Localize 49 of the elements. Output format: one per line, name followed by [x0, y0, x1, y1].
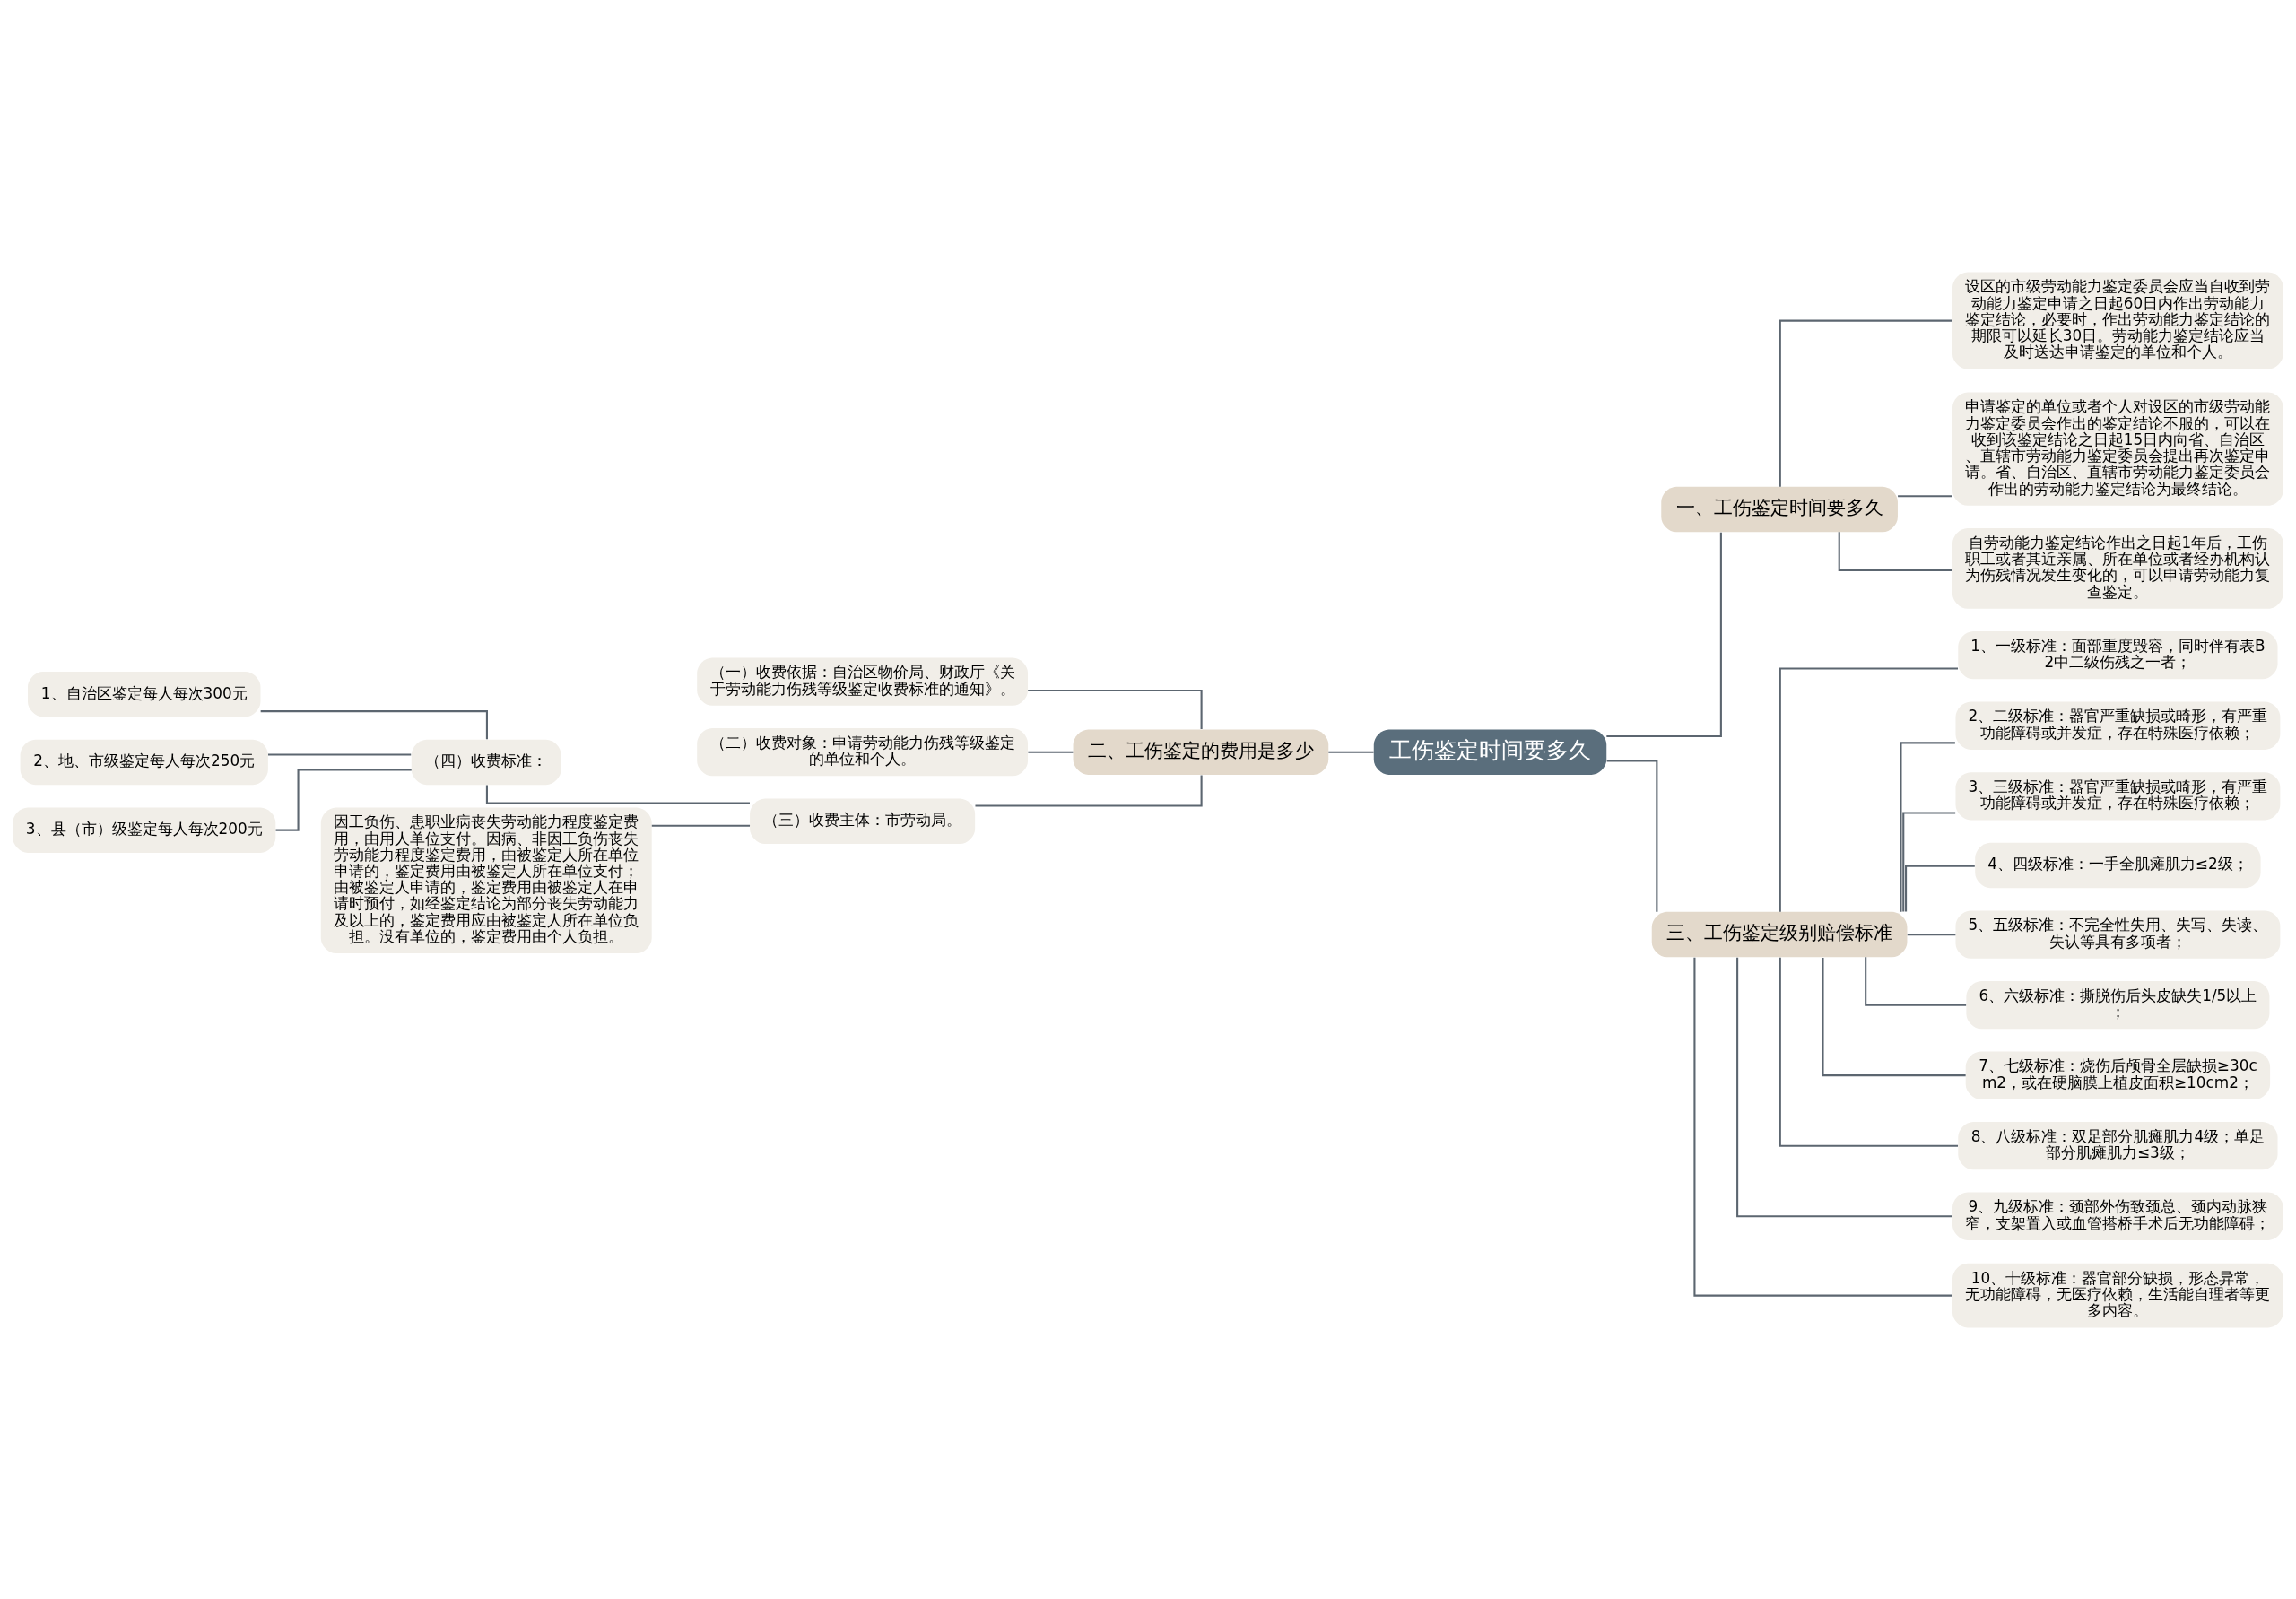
- connector: [1900, 741, 1955, 912]
- connector: [1606, 759, 1658, 912]
- node-box: 申请鉴定的单位或者个人对设区的市级劳动能力鉴定委员会作出的鉴定结论不服的，可以在收到该鉴定结论之日起15日内向省、自治区、直辖市劳动能力鉴定委员会提出再次鉴定申请。省、自治区、直辖市劳动能力鉴定委员会作出的劳动能力鉴定结论为最终结论。: [1952, 392, 2283, 506]
- node-box: 7、七级标准：烧伤后颅骨全层缺损≥30cm2，或在硬脑膜上植皮面积≥10cm2；: [1965, 1051, 2271, 1099]
- connector: [1328, 751, 1374, 753]
- node-box: 工伤鉴定时间要多久: [1373, 728, 1607, 775]
- connector: [1838, 531, 1952, 571]
- connector: [1905, 865, 1975, 912]
- connector: [1898, 494, 1952, 497]
- node-box: （三）收费主体：市劳动局。: [750, 798, 976, 844]
- connector: [1907, 933, 1956, 935]
- node-box: 设区的市级劳动能力鉴定委员会应当自收到劳动能力鉴定申请之日起60日内作出劳动能力鉴定结论，必要时，作出劳动能力鉴定结论的期限可以延长30日。劳动能力鉴定结论应当及时送达申请鉴定的单位和个人。: [1952, 272, 2283, 369]
- node-box: 因工负伤、患职业病丧失劳动能力程度鉴定费用，由用人单位支付。因病、非因工负伤丧失劳动能力程度鉴定费用，由被鉴定人所在单位申请的，鉴定费用由被鉴定人所在单位支付；由被鉴定人申请的，鉴定费用由被鉴定人在申请时预付，如经鉴定结论为部分丧失劳动能力及以上的，鉴定费用应由被鉴定人所在单位负担。没有单位的，鉴定费用由个人负担。: [320, 806, 652, 953]
- connector: [1902, 811, 1956, 912]
- connector: [1822, 957, 1966, 1076]
- connector: [1779, 957, 1959, 1147]
- node-box: 8、八级标准：双足部分肌瘫肌力4级；单足部分肌瘫肌力≤3级；: [1958, 1121, 2278, 1169]
- node-box: 4、四级标准：一手全肌瘫肌力≤2级；: [1975, 842, 2261, 888]
- node-box: 3、三级标准：器官严重缺损或畸形，有严重功能障碍或并发症，存在特殊医疗依赖；: [1955, 771, 2281, 820]
- node-box: 2、二级标准：器官严重缺损或畸形，有严重功能障碍或并发症，存在特殊医疗依赖；: [1955, 701, 2281, 750]
- node-box: 2、地、市级鉴定每人每次250元: [20, 739, 268, 785]
- node-box: 一、工伤鉴定时间要多久: [1661, 486, 1898, 532]
- node-box: 1、一级标准：面部重度毁容，同时伴有表B2中二级伤残之一者；: [1958, 630, 2278, 679]
- connector: [975, 774, 1203, 807]
- node-box: 3、县（市）级鉴定每人每次200元: [13, 806, 276, 853]
- connector: [1693, 957, 1952, 1297]
- connector: [260, 709, 488, 739]
- connector: [1779, 666, 1959, 912]
- connector: [1779, 319, 1952, 487]
- connector: [1736, 957, 1952, 1217]
- node-box: 自劳动能力鉴定结论作出之日起1年后，工伤职工或者其近亲属、所在单位或者经办机构认为伤残情况发生变化的，可以申请劳动能力复查鉴定。: [1952, 527, 2283, 609]
- connector: [268, 752, 412, 756]
- node-box: （一）收费依据：自治区物价局、财政厅《关于劳动能力伤残等级鉴定收费标准的通知》。: [697, 657, 1029, 706]
- node-box: （四）收费标准：: [411, 739, 561, 785]
- node-box: 6、六级标准：撕脱伤后头皮缺失1/5以上；: [1966, 980, 2270, 1029]
- connector: [1028, 689, 1203, 729]
- node-box: 二、工伤鉴定的费用是多少: [1073, 728, 1329, 775]
- node-box: （二）收费对象：申请劳动能力伤残等级鉴定的单位和个人。: [697, 727, 1029, 776]
- node-box: 9、九级标准：颈部外伤致颈总、颈内动脉狭窄，支架置入或血管搭桥手术后无功能障碍；: [1952, 1192, 2283, 1240]
- connector: [275, 768, 412, 831]
- node-box: 三、工伤鉴定级别赔偿标准: [1651, 911, 1908, 957]
- node-box: 1、自治区鉴定每人每次300元: [28, 671, 261, 717]
- node-box: 5、五级标准：不完全性失用、失写、失读、失认等具有多项者；: [1955, 909, 2281, 959]
- connector: [1028, 751, 1074, 753]
- connector: [1606, 532, 1722, 737]
- connector: [1865, 956, 1967, 1006]
- node-box: 10、十级标准：器官部分缺损，形态异常，无功能障碍，无医疗依赖，生活能自理者等更多内容。: [1952, 1263, 2283, 1327]
- connector: [485, 784, 750, 804]
- connector: [651, 824, 751, 827]
